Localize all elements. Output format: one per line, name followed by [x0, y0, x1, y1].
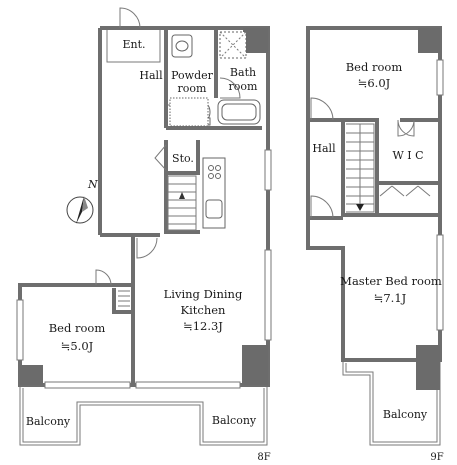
washer-space: [169, 97, 209, 127]
balcony-rail: [342, 360, 441, 446]
balcony-rail: [19, 385, 268, 446]
compass-icon: N: [66, 178, 98, 224]
kitchen-sink-icon: [205, 199, 223, 219]
stairs-down-arrow-icon: [356, 204, 364, 211]
floor-8f: N Ent. Hall Powder room Bath room Sto. L…: [16, 7, 272, 463]
sink-bowl-icon: [175, 40, 189, 52]
room-label-storage: Sto.: [172, 152, 194, 165]
room-label-wic: W I C: [392, 149, 423, 162]
room-label-ldk: Living Dining: [164, 287, 243, 301]
room-area-ldk: ≒12.3J: [183, 319, 223, 333]
interior-wall: [166, 140, 200, 175]
interior-wall: [341, 120, 379, 217]
room-area-bedroom-9f: ≒6.0J: [358, 76, 391, 90]
closet-wall: [112, 288, 133, 314]
room-label-hall: Hall: [139, 69, 163, 82]
window: [436, 59, 444, 331]
floor-label-8f: 8F: [257, 452, 270, 463]
bathtub-inner-icon: [221, 103, 257, 121]
shower-icon: [219, 31, 247, 59]
column: [242, 345, 268, 385]
floor-label-9f: 9F: [430, 452, 443, 463]
room-label-bedroom-9f: Bed room: [346, 60, 403, 74]
room-label-balcony-9f: Balcony: [383, 408, 428, 421]
interior-wall: [164, 140, 200, 234]
room-area-master-bedroom: ≒7.1J: [374, 291, 407, 305]
compass-label: N: [87, 178, 98, 191]
room-area-bedroom: ≒5.0J: [61, 339, 94, 353]
stove-burner-icon: [215, 165, 221, 171]
stove-burner-icon: [208, 173, 214, 179]
room-label-bath: Bath: [230, 66, 256, 79]
window: [16, 149, 272, 389]
door-swing: [95, 269, 112, 286]
door-swing: [397, 119, 415, 137]
door: [154, 144, 167, 171]
column: [416, 345, 440, 390]
door-swing: [119, 7, 141, 29]
balcony-rail-inner: [345, 363, 438, 443]
stairs: [346, 123, 375, 213]
room-label-bath-2: room: [229, 80, 259, 93]
stove-burner-icon: [215, 173, 221, 179]
door-swing: [310, 97, 334, 121]
stairs-up-arrow-icon: [179, 192, 185, 199]
column: [243, 28, 268, 53]
room-label-powder-2: room: [178, 82, 208, 95]
room-label-bedroom: Bed room: [49, 321, 106, 335]
room-label-entrance: Ent.: [122, 38, 145, 51]
folding-door: [379, 185, 431, 197]
column: [418, 28, 440, 53]
balcony-rail-inner: [22, 388, 265, 443]
entrance-box: [106, 30, 161, 63]
room-label-powder: Powder: [171, 69, 214, 82]
stove-burner-icon: [208, 165, 214, 171]
room-label-balcony-right: Balcony: [212, 414, 257, 427]
door-swing: [136, 237, 158, 259]
door-swing: [310, 195, 334, 219]
floor-9f: Bed room ≒6.0J Hall W I C Master Bed roo…: [306, 26, 444, 463]
closet-shelf: [118, 290, 130, 307]
door-swing: [219, 77, 241, 99]
room-label-ldk-2: Kitchen: [181, 303, 227, 317]
room-label-balcony-left: Balcony: [26, 415, 71, 428]
column: [20, 365, 43, 385]
stairs: [167, 175, 197, 231]
room-label-master-bedroom: Master Bed room: [340, 274, 442, 288]
room-label-hall-9f: Hall: [312, 142, 336, 155]
